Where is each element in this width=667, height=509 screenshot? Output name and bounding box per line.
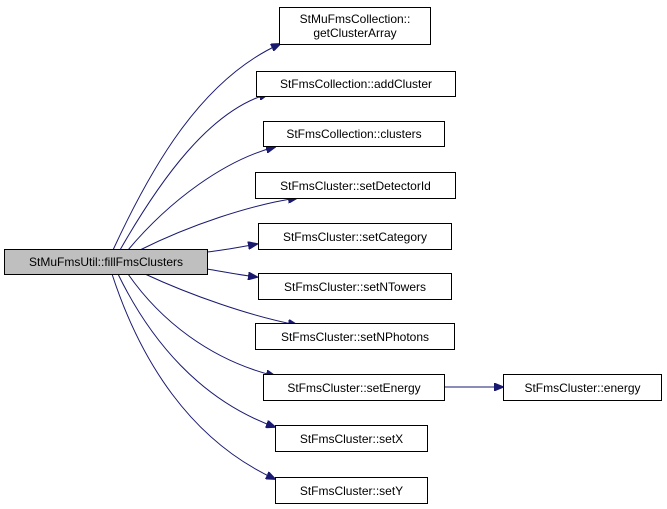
node-label: StFmsCluster::setEnergy (287, 380, 421, 395)
edge-root-to-setCategory (206, 244, 257, 253)
node-label-line1: StMuFmsCollection:: (299, 12, 411, 26)
node-clusters[interactable]: StFmsCollection::clusters (263, 121, 445, 147)
node-label: StFmsCluster::setNPhotons (280, 329, 430, 344)
node-energy[interactable]: StFmsCluster::energy (503, 374, 662, 401)
node-label: StFmsCluster::setX (299, 431, 404, 446)
node-setNPhotons[interactable]: StFmsCluster::setNPhotons (255, 323, 455, 350)
node-setCategory[interactable]: StFmsCluster::setCategory (258, 223, 452, 250)
node-label: StFmsCollection::addCluster (279, 77, 433, 91)
edge-root-to-setY (111, 273, 275, 479)
node-label: StFmsCluster::setCategory (282, 229, 428, 244)
edge-root-to-setX (117, 273, 275, 427)
edge-root-to-setDetectorId (139, 198, 297, 251)
edge-root-to-setNTowers (206, 268, 257, 277)
node-setY[interactable]: StFmsCluster::setY (275, 477, 428, 504)
edge-root-to-clusters (127, 147, 275, 251)
node-label: StFmsCluster::energy (524, 380, 641, 395)
node-label-line2: getClusterArray (313, 26, 397, 40)
node-fillFmsClusters[interactable]: StMuFmsUtil::fillFmsClusters (4, 249, 208, 275)
node-label: StFmsCluster::setY (299, 483, 404, 498)
node-label: StFmsCluster::setDetectorId (280, 178, 431, 193)
node-getClusterArray[interactable]: StMuFmsCollection:: getClusterArray (279, 7, 431, 45)
edge-root-to-setEnergy (127, 273, 275, 376)
node-setX[interactable]: StFmsCluster::setX (275, 425, 428, 452)
edge-root-to-addCluster (119, 94, 268, 251)
node-label: StMuFmsUtil::fillFmsClusters (28, 255, 183, 269)
node-label: StFmsCluster::setNTowers (283, 279, 427, 294)
node-setDetectorId[interactable]: StFmsCluster::setDetectorId (255, 172, 456, 199)
node-setEnergy[interactable]: StFmsCluster::setEnergy (263, 374, 445, 401)
node-addCluster[interactable]: StFmsCollection::addCluster (256, 71, 456, 97)
edge-root-to-setNPhotons (144, 273, 297, 325)
node-label: StFmsCollection::clusters (286, 127, 422, 141)
edge-root-to-getClusterArray (112, 44, 280, 251)
node-setNTowers[interactable]: StFmsCluster::setNTowers (258, 273, 452, 300)
